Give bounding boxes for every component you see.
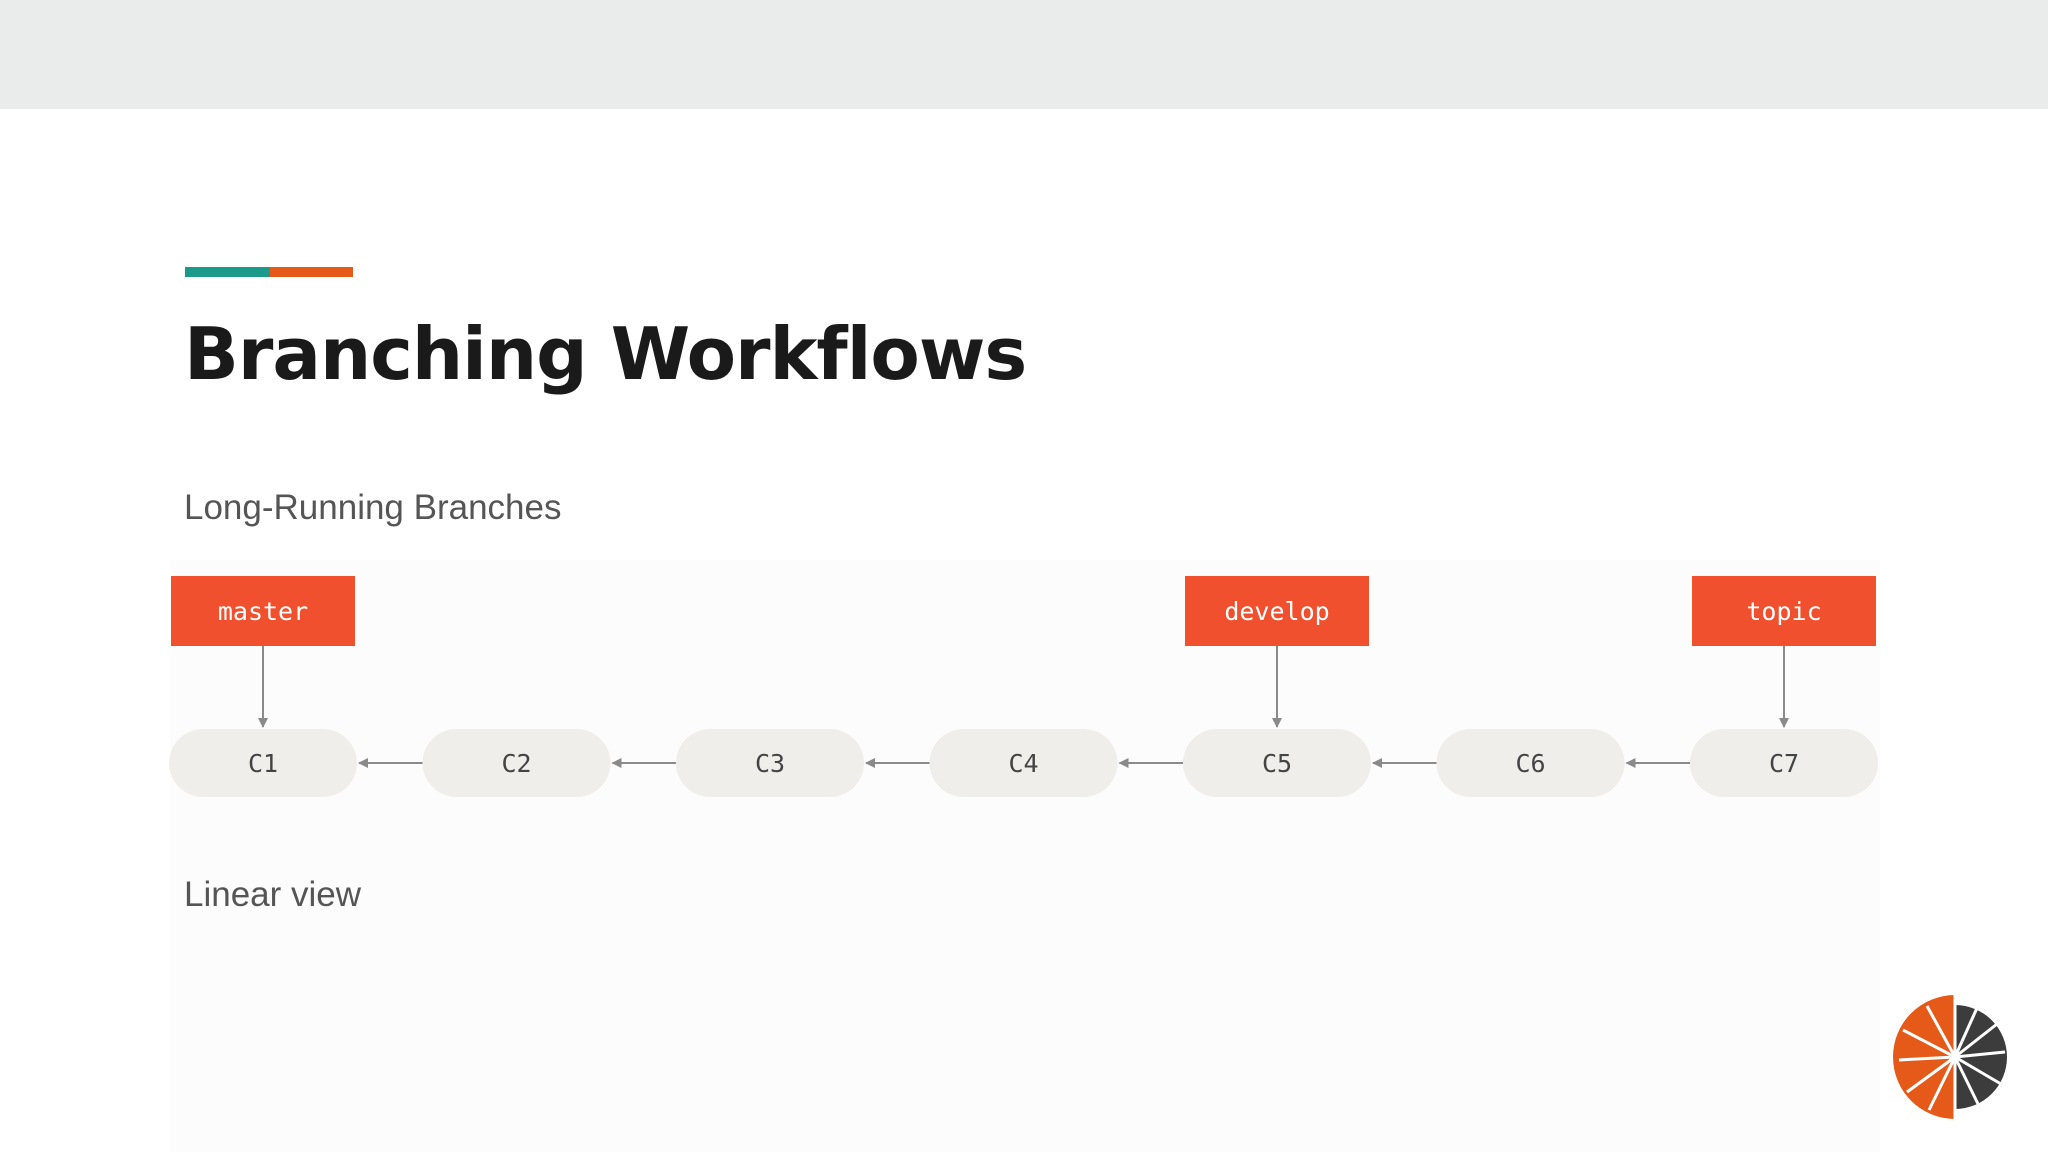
commit-label: C7 [1769, 749, 1799, 778]
commit-node-c5: C5 [1183, 729, 1371, 797]
company-logo-icon [1893, 994, 2007, 1120]
branch-name: topic [1746, 597, 1821, 626]
commit-label: C4 [1008, 749, 1038, 778]
commit-label: C5 [1262, 749, 1292, 778]
branch-label-topic: topic [1692, 576, 1876, 728]
commit-node-c4: C4 [929, 729, 1118, 797]
commit-pill [169, 729, 357, 797]
commit-node-c2: C2 [422, 729, 611, 797]
commit-node-c7: C7 [1690, 729, 1878, 797]
branch-box [1692, 576, 1876, 646]
commit-label: C6 [1515, 749, 1545, 778]
slide-subtitle: Long-Running Branches [184, 488, 562, 527]
commit-node-c3: C3 [676, 729, 864, 797]
commit-node-c6: C6 [1436, 729, 1625, 797]
branch-box [1185, 576, 1369, 646]
commit-pill [1183, 729, 1371, 797]
commit-pill [929, 729, 1118, 797]
branch-label-develop: develop [1185, 576, 1369, 728]
commit-label: C2 [501, 749, 531, 778]
diagram-background [170, 560, 1880, 1152]
branch-name: master [218, 597, 308, 626]
commit-pill [422, 729, 611, 797]
branch-name: develop [1224, 597, 1329, 626]
commit-pill [1436, 729, 1625, 797]
commit-pill [1690, 729, 1878, 797]
commit-pill [676, 729, 864, 797]
commit-label: C1 [248, 749, 278, 778]
top-band [0, 0, 2048, 109]
commit-node-c1: C1 [169, 729, 357, 797]
slide-title: Branching Workflows [184, 312, 1027, 396]
diagram-caption: Linear view [184, 875, 362, 914]
accent-bar-orange [270, 267, 353, 277]
branch-label-master: master [171, 576, 355, 728]
accent-bar-teal [185, 267, 270, 277]
branch-box [171, 576, 355, 646]
commit-label: C3 [755, 749, 785, 778]
